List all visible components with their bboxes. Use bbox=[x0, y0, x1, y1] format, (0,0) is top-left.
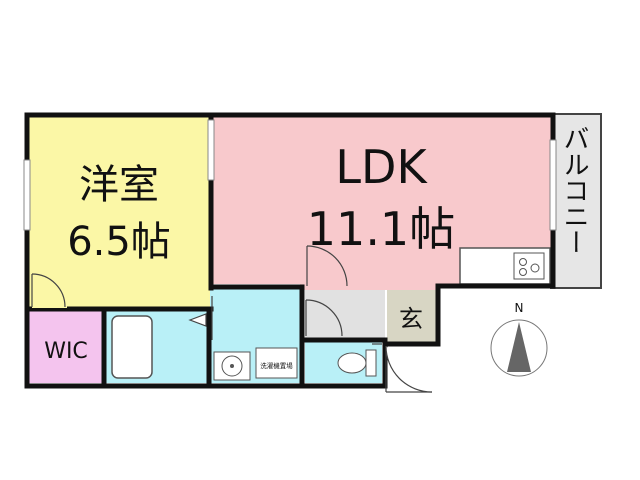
hallway-area bbox=[305, 290, 385, 338]
balcony-label: バルコニー bbox=[559, 125, 589, 255]
compass: N bbox=[490, 301, 548, 377]
western-room-name: 洋室 bbox=[79, 162, 159, 208]
door-hallway bbox=[305, 299, 343, 337]
washroom: 洗濯機置場 bbox=[210, 288, 300, 383]
toilet-icon bbox=[337, 349, 377, 377]
compass-north-label: N bbox=[515, 301, 524, 315]
washbasin-icon bbox=[213, 351, 251, 381]
hallway bbox=[305, 290, 385, 338]
door-entrance bbox=[385, 345, 433, 393]
entrance-area bbox=[387, 290, 436, 342]
north-arrow-icon bbox=[507, 322, 531, 372]
door-washroom bbox=[188, 313, 207, 327]
wic-room: WIC bbox=[29, 311, 103, 383]
western-room-size: 6.5帖 bbox=[67, 219, 171, 265]
entrance: 玄 bbox=[387, 290, 436, 342]
bathtub-icon bbox=[111, 315, 153, 379]
door-ldk bbox=[306, 245, 348, 287]
ldk-lower-extension bbox=[300, 280, 440, 290]
entrance-label: 玄 bbox=[399, 305, 423, 333]
compass-circle bbox=[490, 319, 548, 377]
toilet-room bbox=[305, 342, 382, 383]
wic-area bbox=[29, 311, 103, 383]
laundry-label: 洗濯機置場 bbox=[260, 361, 293, 370]
laundry-space-box bbox=[255, 347, 298, 379]
doors bbox=[31, 245, 433, 393]
door-western-room bbox=[31, 273, 67, 308]
laundry-space: 洗濯機置場 bbox=[255, 347, 298, 379]
balcony: バルコニー bbox=[550, 113, 602, 289]
wic-label: WIC bbox=[44, 339, 88, 364]
ldk-name: LDK bbox=[335, 140, 428, 194]
kitchen-counter bbox=[459, 247, 551, 285]
stove-icon bbox=[513, 252, 545, 280]
bathroom bbox=[105, 311, 208, 383]
ldk-size: 11.1帖 bbox=[307, 202, 455, 256]
windows bbox=[23, 119, 557, 231]
